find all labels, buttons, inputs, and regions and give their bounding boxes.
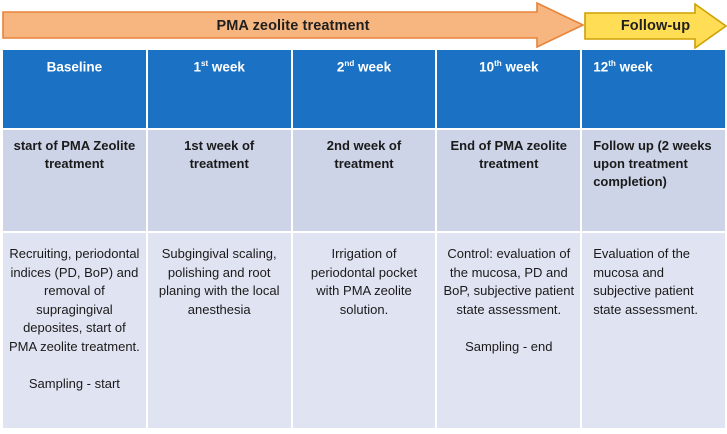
header-cell-baseline: Baseline: [3, 50, 146, 128]
header-sup: th: [608, 59, 616, 68]
detail-text: Subgingival scaling, polishing and root …: [158, 246, 280, 317]
detail-cell-week-10: Control: evaluation of the mucosa, PD an…: [437, 233, 581, 428]
followup-arrow-label: Follow-up: [620, 18, 691, 34]
header-cell-week-12: 12th week: [582, 50, 725, 128]
milestone-cell-week-2: 2nd week of treatment: [292, 130, 436, 231]
detail-cell-week-1: Subgingival scaling, polishing and root …: [147, 233, 291, 428]
header-text: 1: [193, 59, 201, 75]
header-text: week: [354, 59, 392, 75]
header-text: week: [208, 59, 245, 75]
header-sup: th: [494, 59, 502, 68]
followup-arrow-shape: [584, 2, 727, 49]
milestone-cell-week-1: 1st week of treatment: [147, 130, 291, 231]
detail-text: Control: evaluation of the mucosa, PD an…: [443, 246, 575, 317]
header-text: 12: [593, 59, 609, 75]
header-text: 10: [479, 59, 495, 75]
header-sup: st: [200, 59, 209, 68]
detail-cell-baseline: Recruiting, periodontal indices (PD, BoP…: [3, 233, 146, 428]
header-cell-week-1: 1st week: [147, 50, 291, 128]
milestone-cell-week-12: Follow up (2 weeks upon treatment comple…: [582, 130, 725, 231]
detail-text: Recruiting, periodontal indices (PD, BoP…: [9, 246, 140, 354]
header-text: 2: [336, 59, 345, 75]
header-sup: nd: [344, 59, 355, 68]
detail-text: Irrigation of periodontal pocket with PM…: [310, 246, 418, 317]
header-text: Baseline: [46, 59, 103, 75]
milestone-cell-week-10: End of PMA zeolite treatment: [437, 130, 581, 231]
sampling-note: Sampling - start: [28, 376, 120, 392]
treatment-arrow-shape: [2, 1, 585, 49]
detail-text: Evaluation of the mucosa and subjective …: [593, 246, 698, 317]
timeline-table: Baseline 1st week 2nd week 10th week 12t…: [3, 50, 725, 428]
timeline-arrows: [2, 1, 727, 49]
treatment-arrow-label: PMA zeolite treatment: [216, 18, 370, 34]
milestone-cell-baseline: start of PMA Zeolite treatment: [3, 130, 146, 231]
detail-cell-week-2: Irrigation of periodontal pocket with PM…: [292, 233, 436, 428]
header-text: week: [615, 59, 653, 75]
header-cell-week-10: 10th week: [437, 50, 581, 128]
header-cell-week-2: 2nd week: [292, 50, 436, 128]
sampling-note: Sampling - end: [465, 339, 553, 355]
header-text: week: [501, 59, 539, 75]
detail-cell-week-12: Evaluation of the mucosa and subjective …: [582, 233, 725, 428]
